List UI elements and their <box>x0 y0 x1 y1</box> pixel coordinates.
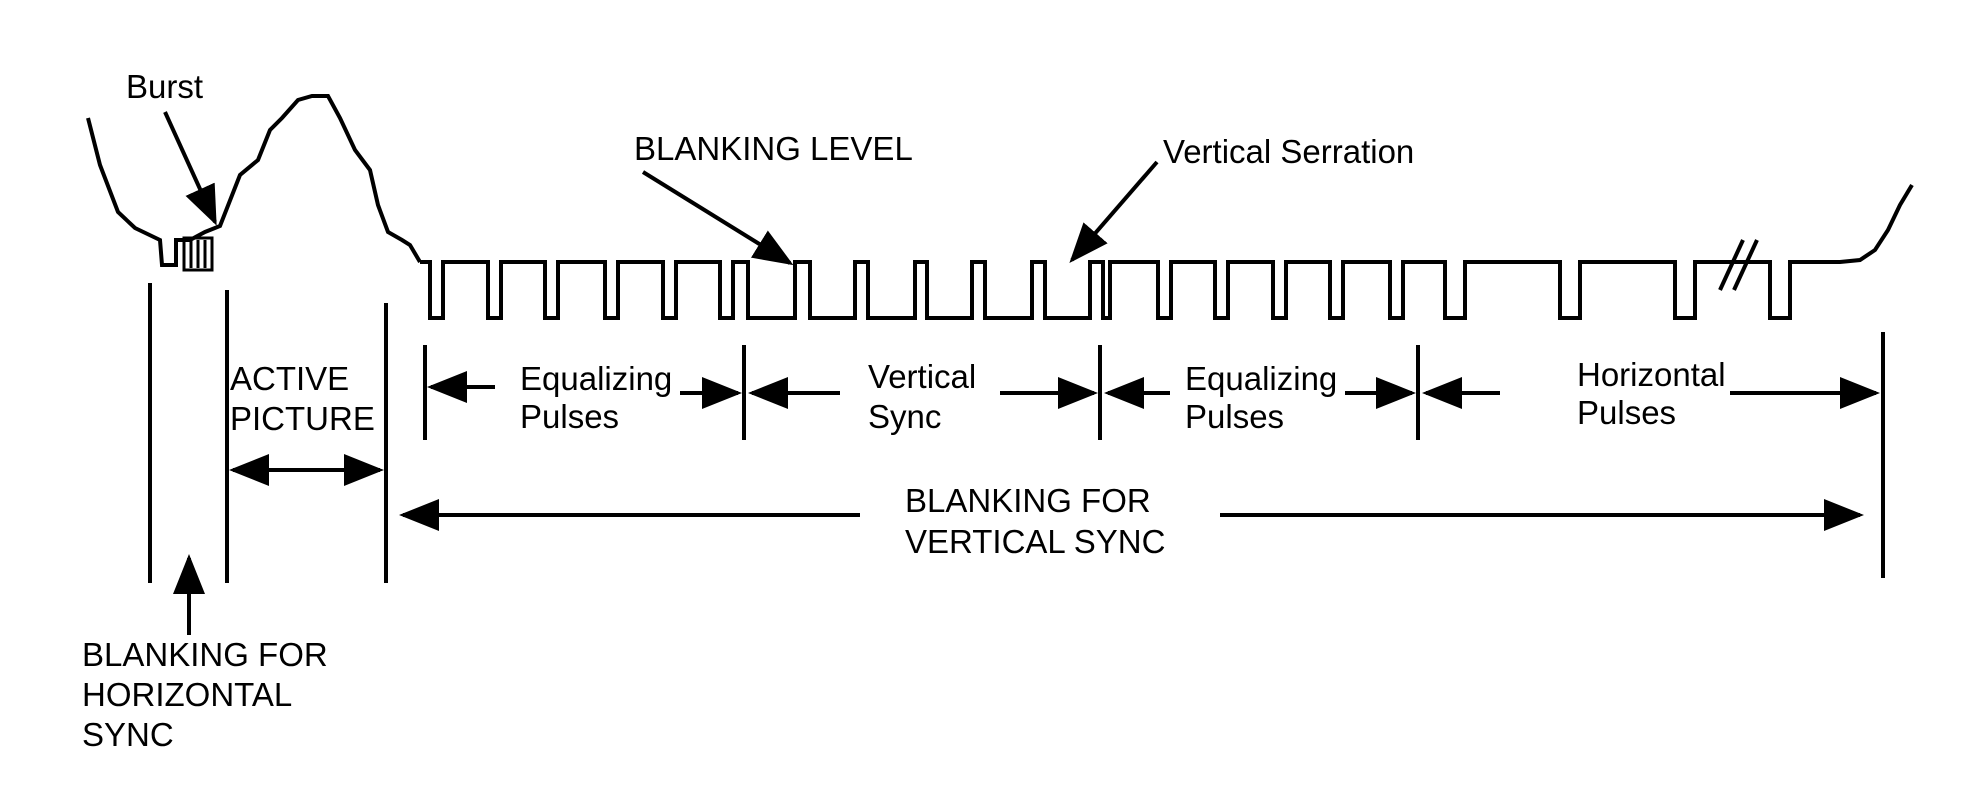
blanking-vertical-label-line1: BLANKING FOR <box>905 482 1151 519</box>
horizontal-pulses-label-line1: Horizontal <box>1577 356 1726 393</box>
blanking-horizontal-label-line1: BLANKING FOR <box>82 636 328 673</box>
vertical-serration-label: Vertical Serration <box>1163 133 1414 170</box>
break-mark-1 <box>1718 239 1745 291</box>
vertical-sync-label-line1: Vertical <box>868 358 976 395</box>
blanking-horizontal-label-line3: SYNC <box>82 716 174 753</box>
blanking-horizontal-label-line2: HORIZONTAL <box>82 676 292 713</box>
equalizing-pulses-1-label-line2: Pulses <box>520 398 619 435</box>
horizontal-pulses-label-line2: Pulses <box>1577 394 1676 431</box>
equalizing-pulses-1-arrows <box>427 371 742 409</box>
active-picture-label-line2: PICTURE <box>230 400 375 437</box>
equalizing-pulses-2-label-line1: Equalizing <box>1185 360 1337 397</box>
break-mark-2 <box>1732 239 1759 291</box>
vertical-sync-label-line2: Sync <box>868 398 941 435</box>
blanking-level-label: BLANKING LEVEL <box>634 130 913 167</box>
blanking-level-pointer-arrow <box>641 170 794 266</box>
vertical-blanking-pulse-train <box>420 183 1914 320</box>
equalizing-pulses-2-label-line2: Pulses <box>1185 398 1284 435</box>
burst-icon <box>182 236 214 272</box>
active-picture-label-line1: ACTIVE <box>230 360 349 397</box>
vertical-serration-pointer-arrow <box>1069 160 1159 264</box>
equalizing-pulses-1-label-line1: Equalizing <box>520 360 672 397</box>
blanking-vertical-label-line2: VERTICAL SYNC <box>905 523 1165 560</box>
burst-pointer-arrow <box>163 111 217 226</box>
video-waveform-left <box>86 94 422 267</box>
burst-label: Burst <box>126 68 203 105</box>
